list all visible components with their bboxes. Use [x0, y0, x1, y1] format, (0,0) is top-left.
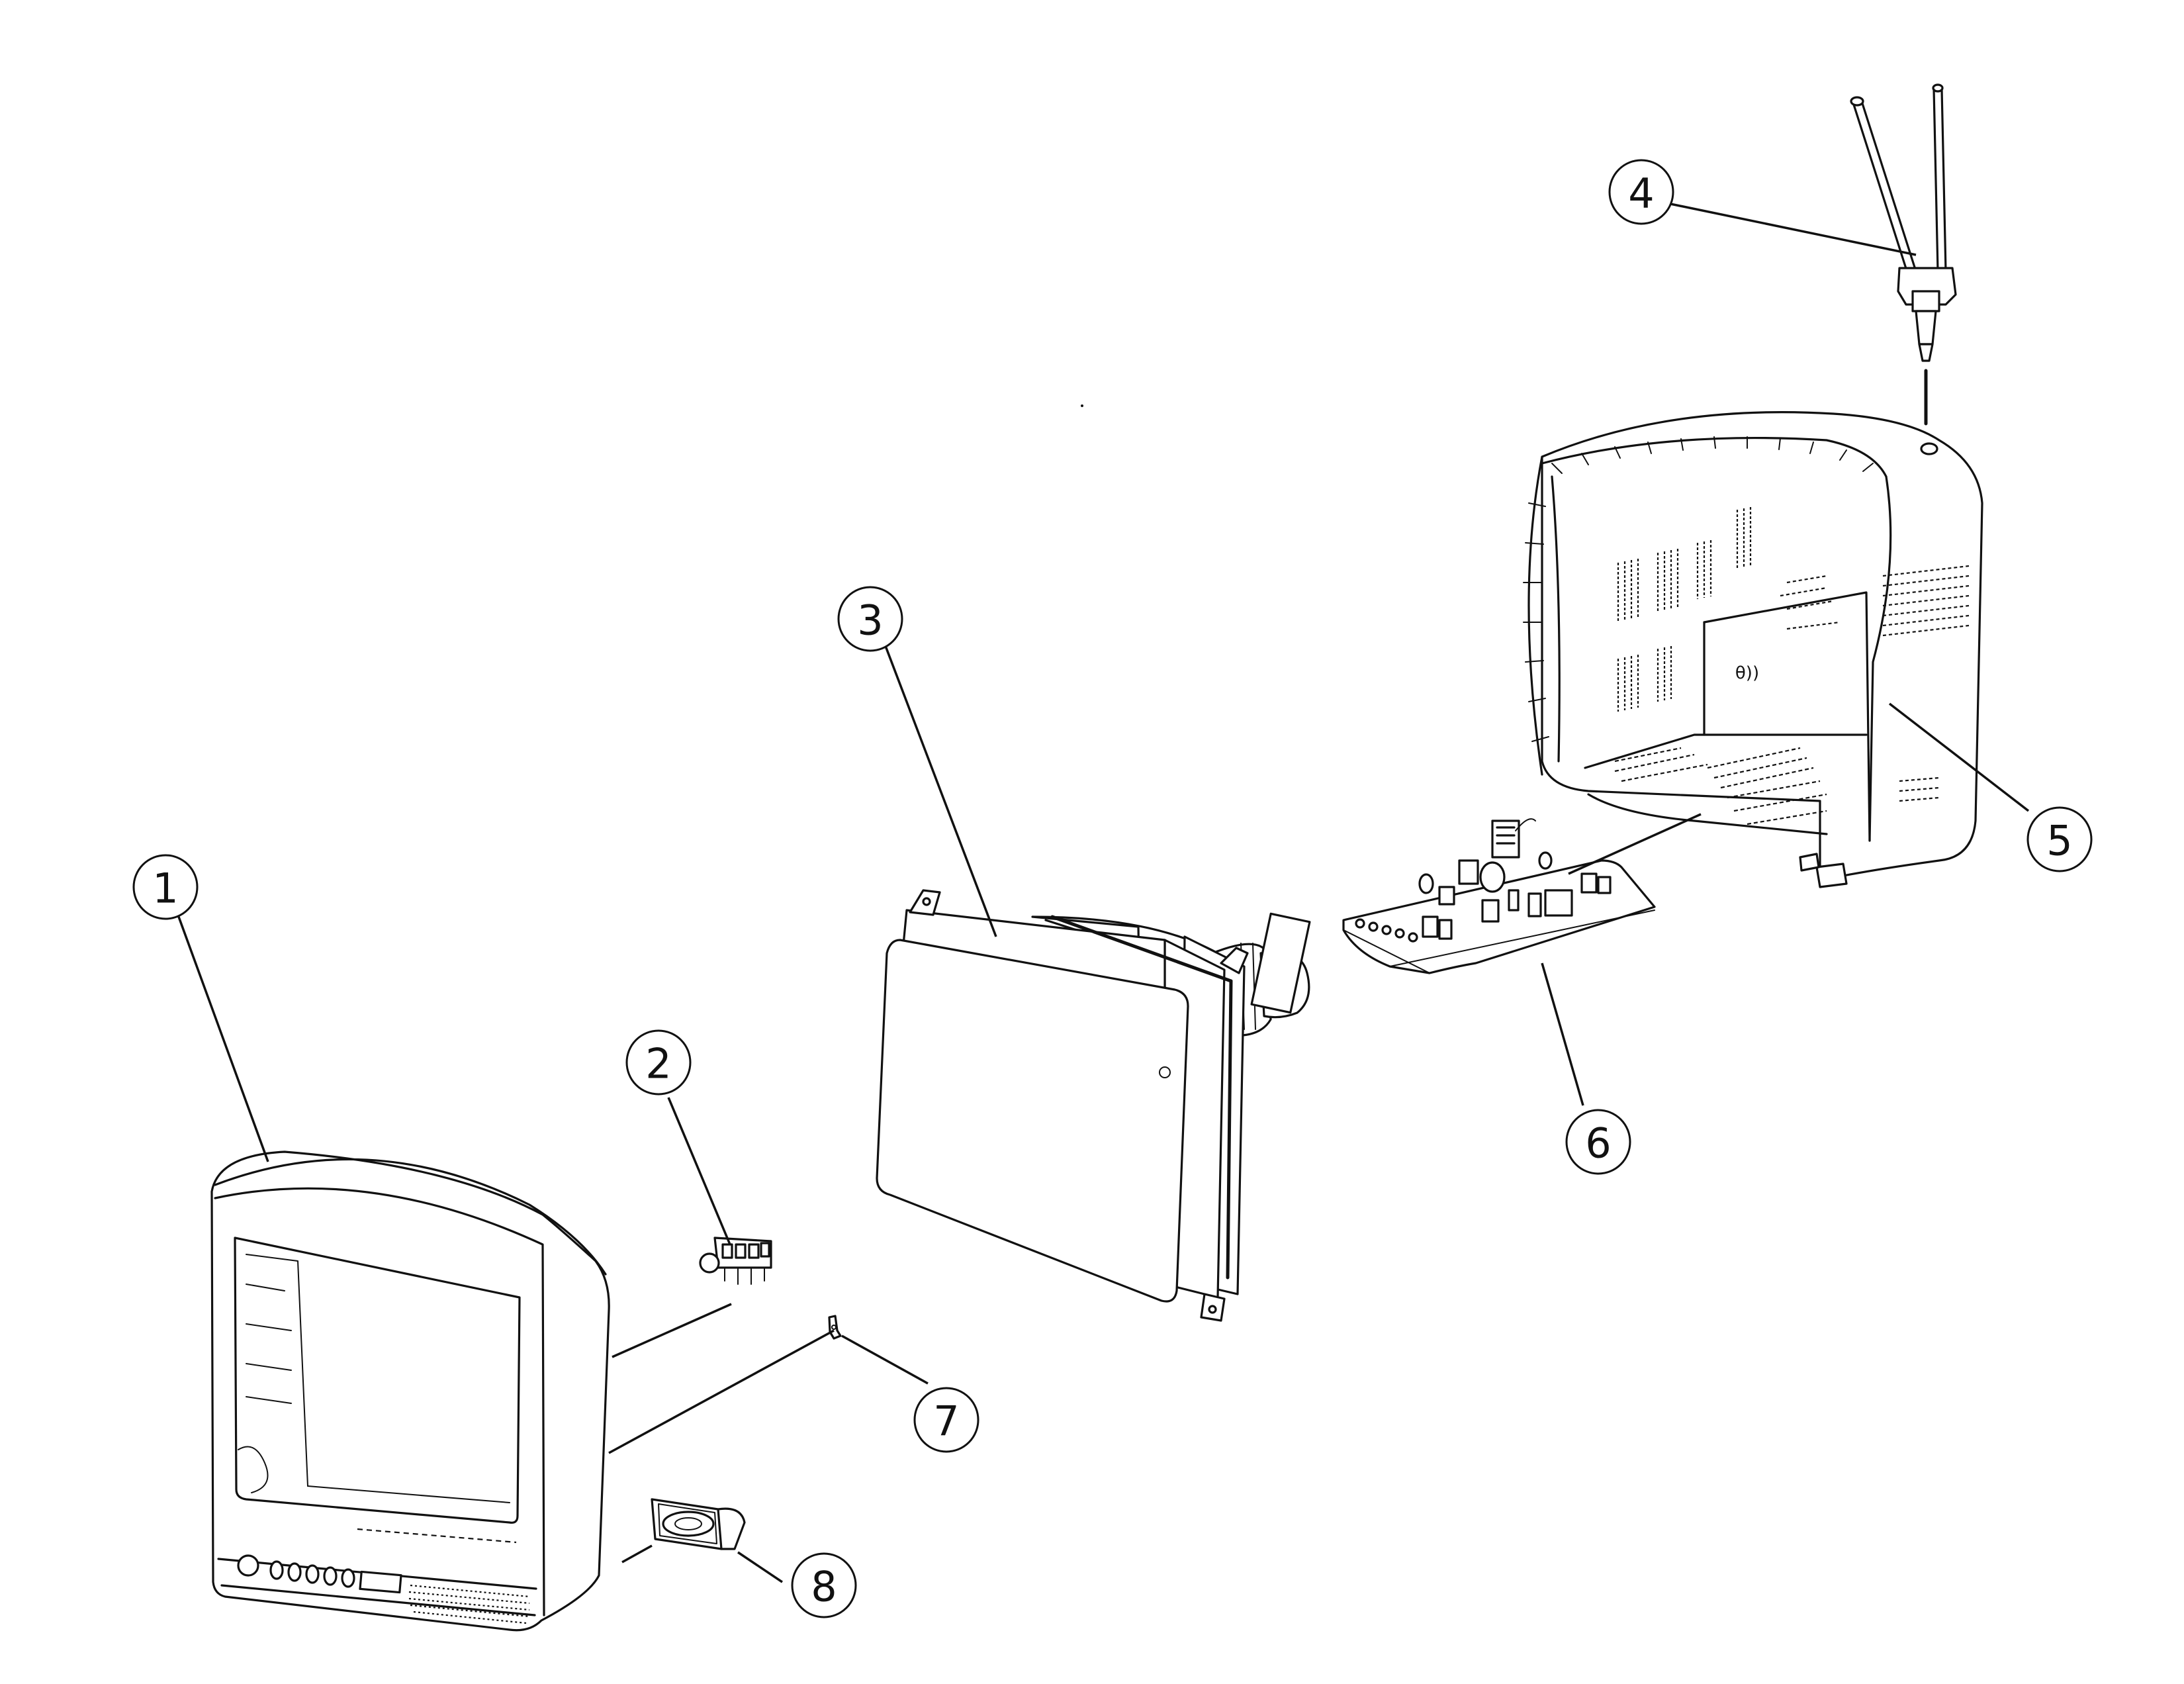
- callout-2: 2: [625, 1029, 692, 1096]
- vent-slots-side: [1780, 565, 1970, 802]
- callout-7: 7: [913, 1387, 979, 1453]
- vent-slots-inner: [1617, 507, 1752, 712]
- callout-6: 6: [1565, 1109, 1631, 1175]
- front-cabinet: [210, 1150, 610, 1632]
- callout-7-label: 7: [933, 1397, 959, 1446]
- callout-8-label: 8: [811, 1563, 837, 1611]
- callout-4: 4: [1608, 159, 1674, 225]
- vent-slots-floor: [1614, 747, 1827, 825]
- control-button-board: [699, 1237, 772, 1285]
- callout-leaders: [177, 199, 2030, 1583]
- back-cover: θ)): [1523, 411, 1983, 888]
- callout-3: 3: [837, 586, 903, 652]
- callout-3-label: 3: [857, 596, 883, 645]
- speaker-grille: [408, 1584, 530, 1624]
- callout-5-label: 5: [2046, 817, 2072, 865]
- callout-4-label: 4: [1628, 169, 1654, 218]
- callout-1: 1: [132, 854, 199, 920]
- stray-dot: [1081, 404, 1083, 407]
- back-cover-mark-text: θ)): [1735, 663, 1759, 683]
- callout-8: 8: [791, 1552, 857, 1618]
- picture-tube: [876, 889, 1311, 1322]
- flyback-transformer: [1491, 818, 1536, 859]
- callout-2-label: 2: [645, 1040, 671, 1088]
- speaker: [651, 1498, 746, 1550]
- rim-ticks: [1523, 436, 1874, 742]
- assembly-lines: [608, 813, 1702, 1564]
- callout-5: 5: [2026, 806, 2093, 872]
- callout-1-label: 1: [152, 865, 178, 913]
- callout-6-label: 6: [1585, 1119, 1611, 1168]
- bracket-clip: [828, 1315, 842, 1340]
- rod-antenna: [1850, 83, 1957, 426]
- main-pcb: [1342, 818, 1656, 974]
